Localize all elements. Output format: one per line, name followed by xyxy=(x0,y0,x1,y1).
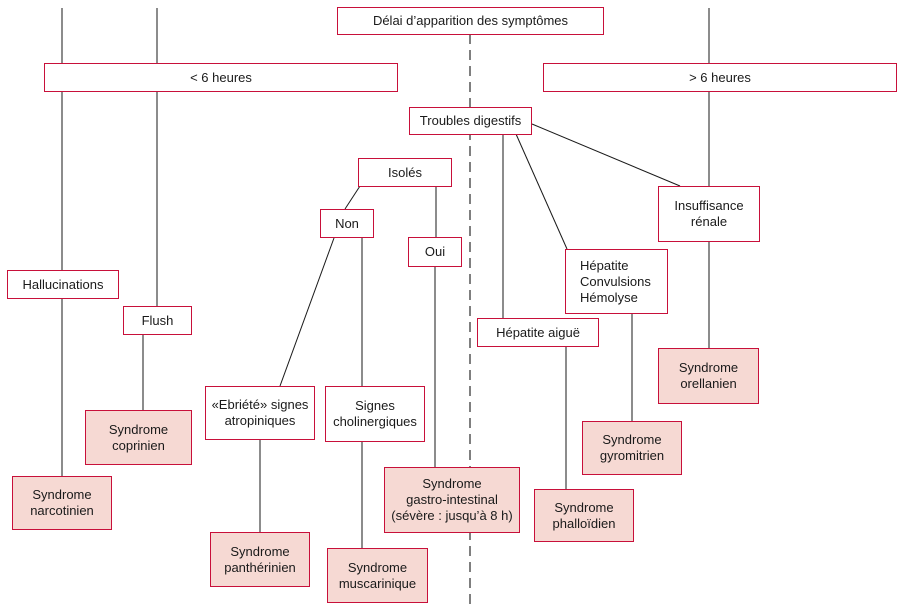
box-syndrome-coprinien: Syndrome coprinien xyxy=(85,410,192,465)
box-hallucinations: Hallucinations xyxy=(7,270,119,299)
line-non-ebriete xyxy=(279,237,335,387)
box-oui: Oui xyxy=(408,237,462,267)
box-hepatite-convulsions-hemolyse: Hépatite Convulsions Hémolyse xyxy=(565,249,668,314)
line-isoles-non xyxy=(344,185,361,210)
box-ebriete-atropiniques: «Ebriété» signes atropiniques xyxy=(205,386,315,440)
box-insuffisance-renale: Insuffisance rénale xyxy=(658,186,760,242)
box-syndrome-pantherinien: Syndrome panthérinien xyxy=(210,532,310,587)
box-syndrome-phalloidien: Syndrome phalloïdien xyxy=(534,489,634,542)
box-syndrome-muscarinique: Syndrome muscarinique xyxy=(327,548,428,603)
box-less-6-hours: < 6 heures xyxy=(44,63,398,92)
box-syndrome-gastro-intestinal: Syndrome gastro-intestinal (sévère : jus… xyxy=(384,467,520,533)
box-signes-cholinergiques: Signes cholinergiques xyxy=(325,386,425,442)
box-flush: Flush xyxy=(123,306,192,335)
line-troubles-hepatite xyxy=(515,133,568,250)
box-syndrome-narcotinien: Syndrome narcotinien xyxy=(12,476,112,530)
box-troubles-digestifs: Troubles digestifs xyxy=(409,107,532,135)
box-syndrome-orellanien: Syndrome orellanien xyxy=(658,348,759,404)
box-hepatite-aigue: Hépatite aiguë xyxy=(477,318,599,347)
box-isoles: Isolés xyxy=(358,158,452,187)
box-non: Non xyxy=(320,209,374,238)
box-syndrome-gyromitrien: Syndrome gyromitrien xyxy=(582,421,682,475)
box-more-6-hours: > 6 heures xyxy=(543,63,897,92)
line-troubles-insuffisance xyxy=(531,123,681,187)
box-delai-apparition: Délai d’apparition des symptômes xyxy=(337,7,604,35)
